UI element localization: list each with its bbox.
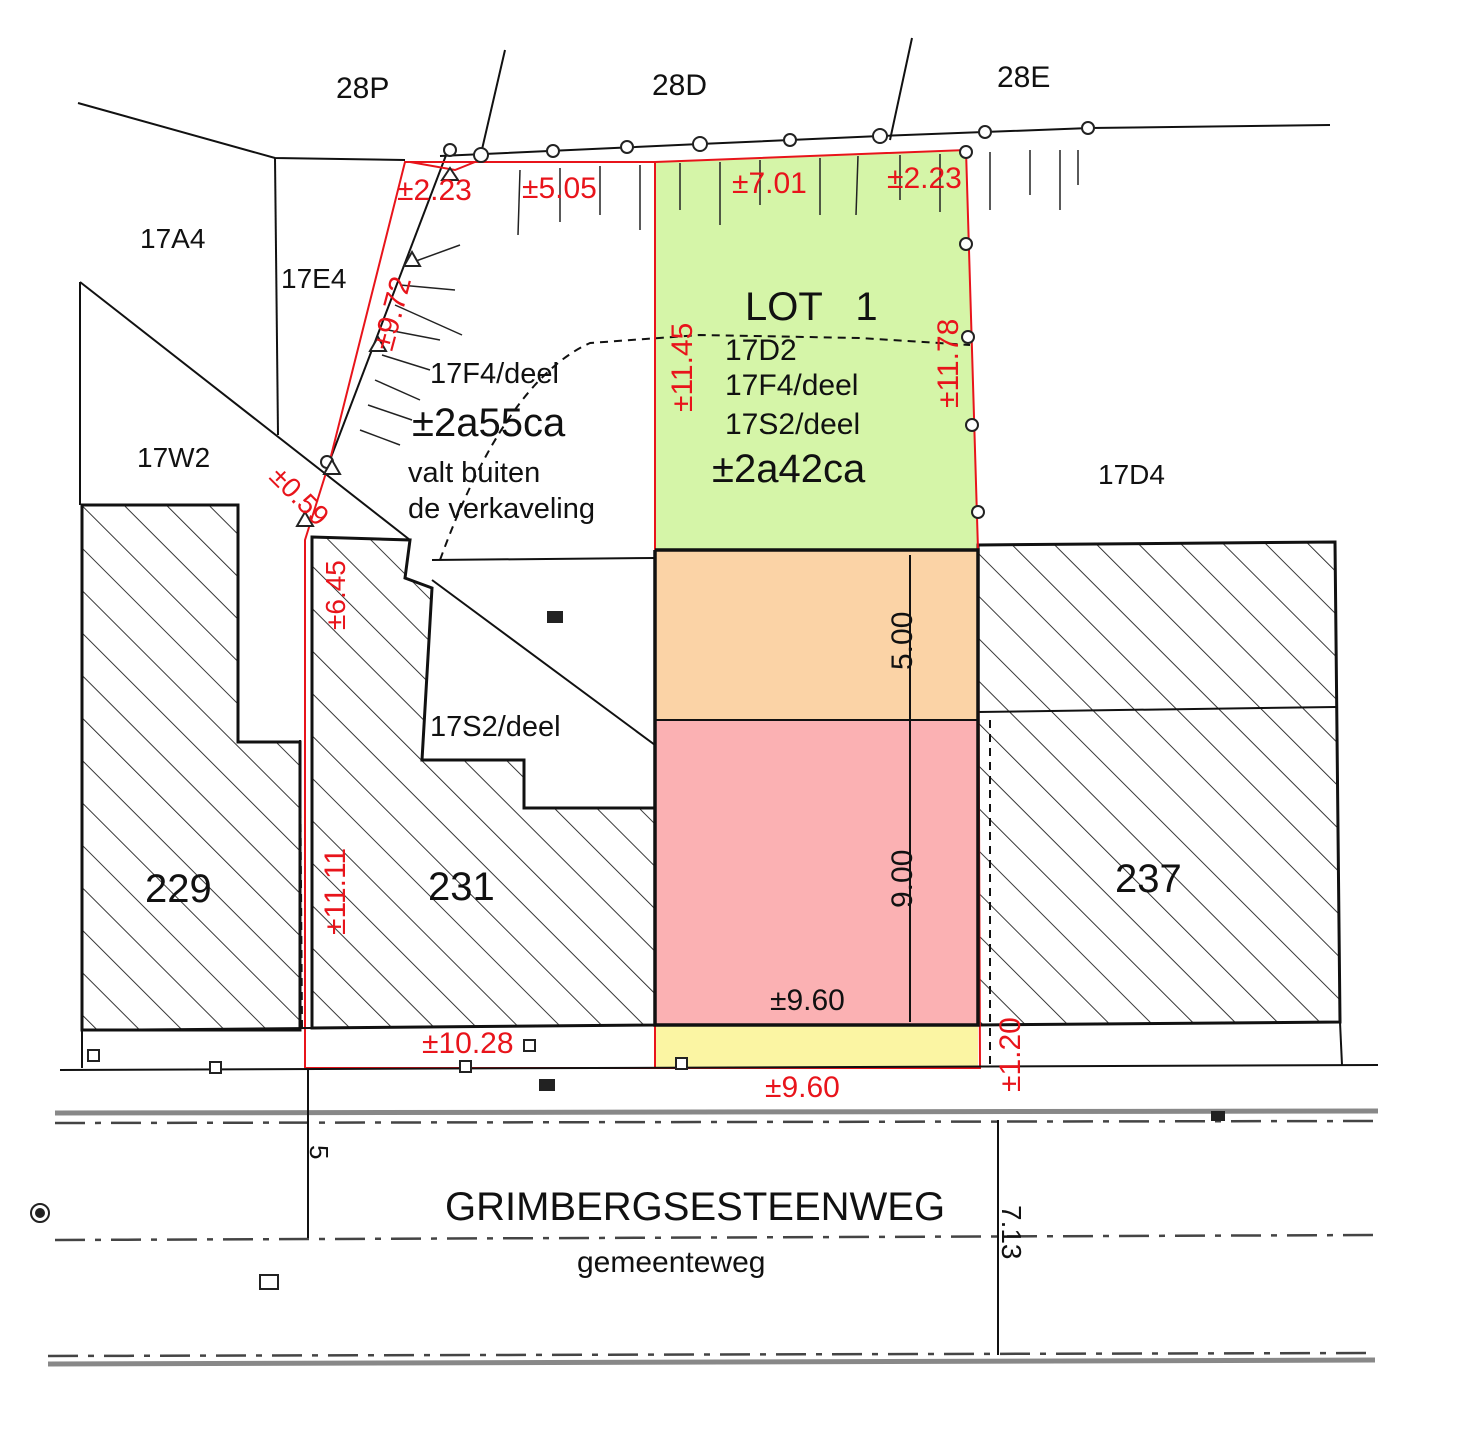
- right-edge-line: [1339, 1021, 1343, 1066]
- lot-sidewalk-area-yellow: [655, 1025, 978, 1068]
- boundary-17A4-17E4: [274, 157, 279, 436]
- parcel-17W2-label: 17W2: [137, 442, 210, 473]
- lot-front-area-orange: [655, 550, 978, 720]
- dim-7-13-street: 7.13: [996, 1205, 1027, 1260]
- building-237-shape: [976, 540, 1342, 1027]
- lot-garden-area: [655, 150, 978, 550]
- outside-area-size: ±2a55ca: [412, 401, 566, 445]
- lot-line-2: 17F4/deel: [725, 369, 858, 402]
- building-237-divider: [977, 706, 1337, 713]
- dim-9-00: 9.00: [886, 850, 919, 908]
- building-231-label: 231: [428, 865, 495, 909]
- building-front-line: [81, 1024, 656, 1031]
- lot-building-outline: [653, 548, 980, 1027]
- dim-6-45: ±6.45: [320, 560, 351, 630]
- parcel-17E4-label: 17E4: [281, 263, 346, 294]
- boundary-17S2-diagonal: [431, 579, 656, 746]
- dim-11-11: ±11.11: [319, 848, 352, 935]
- lot-line-3: 17S2/deel: [725, 408, 860, 441]
- dim-2-23-right: ±2.23: [887, 162, 962, 195]
- lot-building-area-pink: [655, 720, 978, 1025]
- dim-1-20: ±1.20: [994, 1017, 1027, 1092]
- building-229-label: 229: [145, 867, 212, 911]
- street-center-dashed: [54, 1233, 1379, 1242]
- dim-9-60-front: ±9.60: [765, 1071, 840, 1104]
- boundary-17W2-diagonal: [79, 281, 411, 541]
- dim-11-78: ±11.78: [932, 319, 965, 408]
- sidewalk-line: [59, 1064, 1379, 1071]
- lot-title: LOT 1: [745, 285, 878, 329]
- lot-area: ±2a42ca: [712, 447, 866, 491]
- outside-area-red: [409, 159, 481, 172]
- rear-boundary-line: [77, 102, 406, 161]
- parcel-17S2-deel-label: 17S2/deel: [430, 711, 561, 743]
- outside-area-note-1: valt buiten: [408, 457, 540, 489]
- street-edge-bottom: [47, 1357, 1376, 1367]
- building-237-label: 237: [1115, 857, 1182, 901]
- embankment-ticks: [517, 150, 1079, 236]
- dim-9-60-inner: ±9.60: [770, 984, 845, 1017]
- parcel-17A4-label: 17A4: [140, 223, 205, 254]
- parcel-28P-label: 28P: [336, 72, 389, 105]
- dashed-line-left: [299, 739, 303, 1031]
- outside-area-name: 17F4/deel: [430, 358, 559, 390]
- parcel-17D4-label: 17D4: [1098, 459, 1165, 490]
- building-229-shape: [80, 503, 302, 1032]
- boundary-28D-28E: [889, 37, 913, 141]
- dim-7-01: ±7.01: [732, 167, 807, 200]
- boundary-28P-28D: [479, 49, 506, 159]
- street-edge-top: [54, 1108, 1379, 1116]
- dim-2-23-left: ±2.23: [397, 174, 472, 207]
- parcel-28D-label: 28D: [652, 69, 707, 102]
- dim-11-45: ±11.45: [666, 323, 699, 412]
- utility-markers: [30, 611, 1225, 1290]
- lot-line-1: 17D2: [725, 334, 797, 367]
- neighbour-left-line: [329, 149, 449, 461]
- dim-10-28: ±10.28: [422, 1027, 514, 1060]
- boundary-17S2-area: [431, 557, 656, 561]
- triangle-markers: [295, 166, 460, 527]
- building-231-shape: [310, 535, 657, 1030]
- parcel-28E-label: 28E: [997, 61, 1050, 94]
- survey-markers: [320, 121, 1095, 519]
- dim-5-street: 5: [304, 1145, 334, 1159]
- street-edge-top-dashed: [54, 1119, 1379, 1125]
- street-type: gemeenteweg: [577, 1246, 765, 1279]
- dim-5-00: 5.00: [886, 612, 919, 670]
- old-boundary-dashed: [439, 333, 971, 561]
- street-name: GRIMBERGSESTEENWEG: [445, 1185, 945, 1229]
- street-edge-bottom-dashed: [47, 1351, 1376, 1358]
- slope-ticks: [359, 244, 463, 446]
- dim-5-05: ±5.05: [522, 172, 597, 205]
- outside-area-note-2: de verkaveling: [408, 493, 595, 525]
